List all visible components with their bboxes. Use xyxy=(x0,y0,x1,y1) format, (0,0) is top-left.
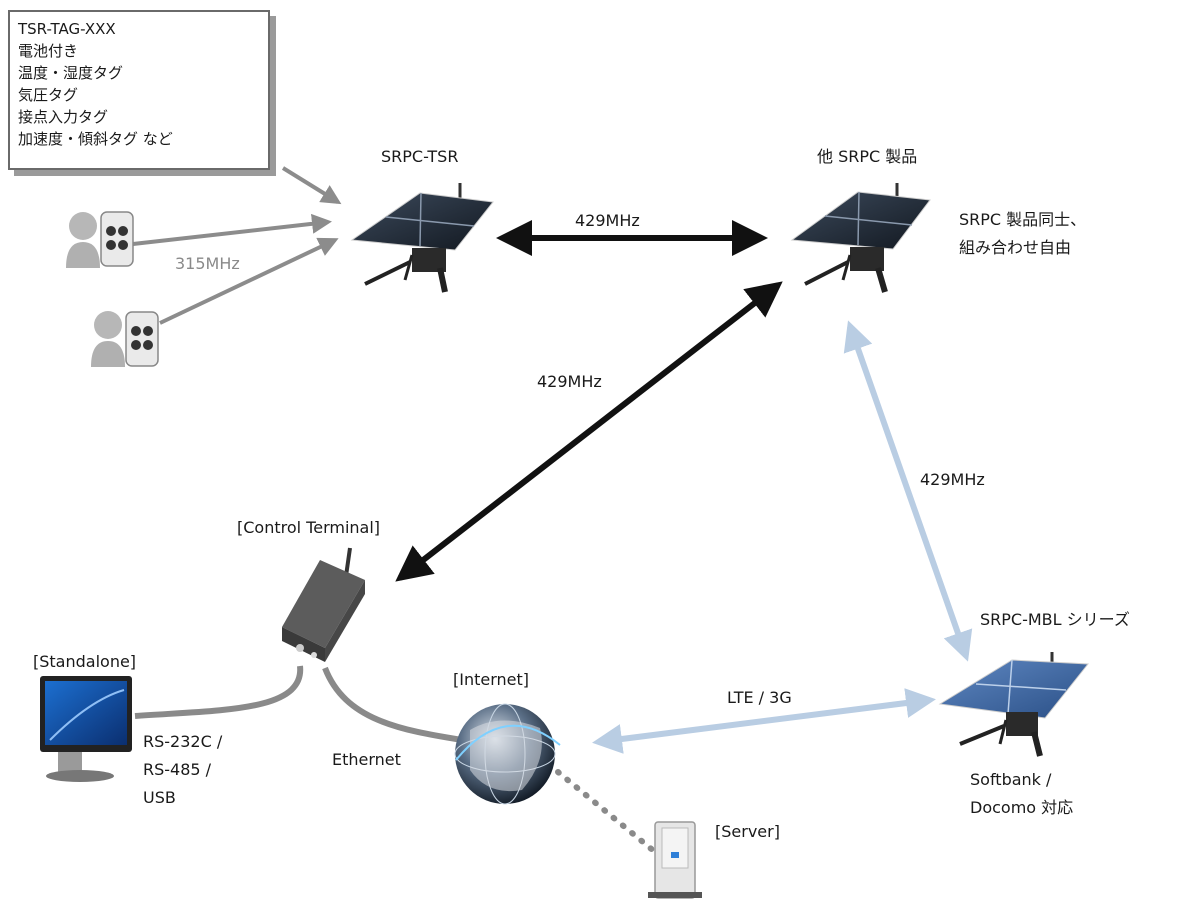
tag-box-arrow xyxy=(281,166,342,205)
server-label: [Server] xyxy=(715,822,780,841)
other-srpc-label: 他 SRPC 製品 xyxy=(817,147,918,166)
standalone-pc-icon xyxy=(40,676,132,782)
other-srpc-device-icon xyxy=(790,183,931,293)
other-terminal-arrow xyxy=(395,281,783,582)
internet-label: [Internet] xyxy=(453,670,530,689)
standalone-label: [Standalone] xyxy=(33,652,137,671)
srpc-tsr-label: SRPC-TSR xyxy=(381,147,459,166)
freq-429-top-label: 429MHz xyxy=(575,211,640,230)
internet-mbl-arrow xyxy=(592,688,936,754)
ethernet-cable xyxy=(322,666,463,743)
ethernet-label: Ethernet xyxy=(332,750,401,769)
freq-429-diagonal-label: 429MHz xyxy=(537,372,602,391)
remote2-arrow xyxy=(159,237,339,325)
serial-label: RS-485 / xyxy=(143,760,212,779)
remote-tag-icon xyxy=(66,211,134,268)
freq-429-right-label: 429MHz xyxy=(920,470,985,489)
serial-label: RS-232C / xyxy=(143,732,223,751)
lte-label: LTE / 3G xyxy=(727,688,792,707)
tag-model: TSR-TAG-XXX xyxy=(18,20,116,38)
internet-globe-icon xyxy=(454,703,561,805)
srpc-tsr-device-icon xyxy=(350,183,494,293)
other-srpc-note: SRPC 製品同士、 xyxy=(959,210,1087,229)
tag-feature: 加速度・傾斜タグ など xyxy=(18,130,173,148)
mbl-carrier-note: Softbank / xyxy=(970,770,1052,789)
freq-315-label: 315MHz xyxy=(175,254,240,273)
serial-cable xyxy=(134,665,304,719)
tag-feature: 気圧タグ xyxy=(18,86,79,104)
mbl-carrier-note: Docomo 対応 xyxy=(970,798,1074,817)
control-terminal-icon xyxy=(282,547,365,662)
tag-info-box: TSR-TAG-XXX 電池付き 温度・湿度タグ 気圧タグ 接点入力タグ 加速度… xyxy=(8,10,270,170)
server-icon xyxy=(648,821,702,899)
server-dotted-link xyxy=(555,769,658,855)
serial-label: USB xyxy=(143,788,176,807)
tag-feature: 温度・湿度タグ xyxy=(18,64,124,82)
remote-tag-icon xyxy=(91,311,159,367)
srpc-mbl-label: SRPC-MBL シリーズ xyxy=(980,610,1130,629)
srpc-mbl-device-icon xyxy=(938,652,1089,757)
tag-feature: 電池付き xyxy=(18,42,79,60)
remote1-arrow xyxy=(132,213,332,246)
other-srpc-note: 組み合わせ自由 xyxy=(959,238,1072,257)
tag-feature: 接点入力タグ xyxy=(18,108,109,126)
other-mbl-arrow xyxy=(843,320,973,662)
control-terminal-label: [Control Terminal] xyxy=(237,518,381,537)
